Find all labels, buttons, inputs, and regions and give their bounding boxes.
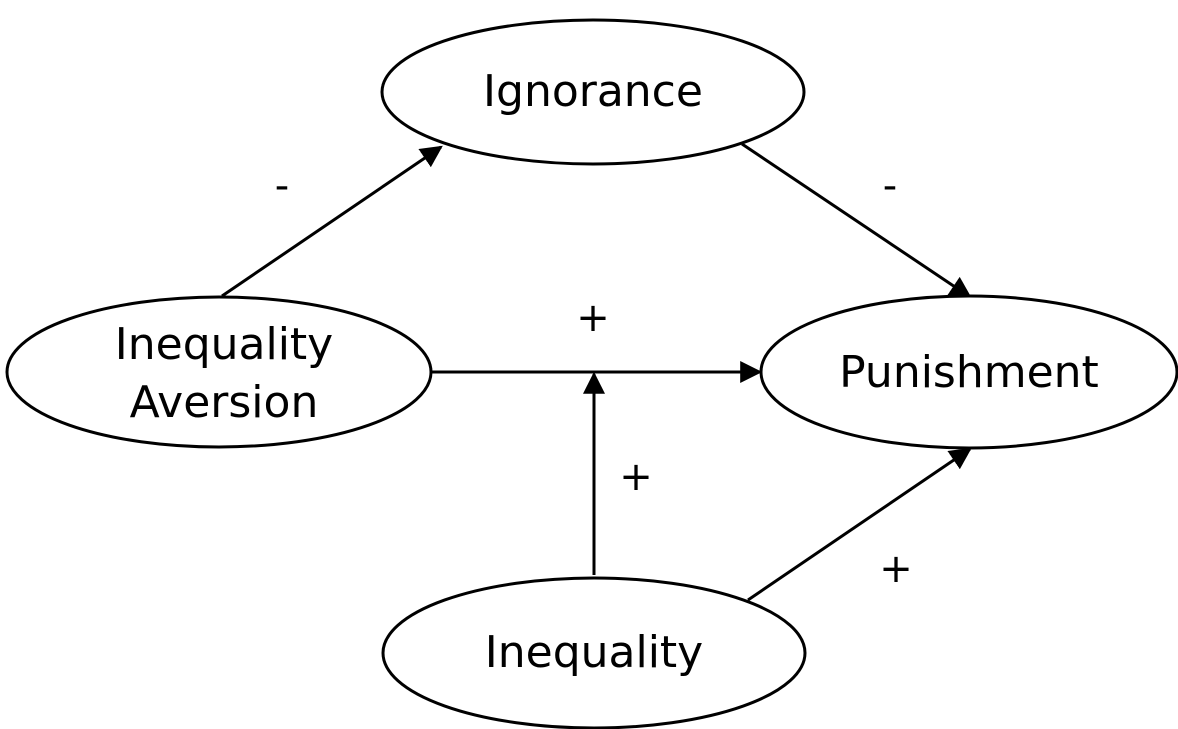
sign-inequality-to-punishment: + [879, 546, 913, 592]
node-ignorance: Ignorance [380, 18, 806, 166]
edge-ignorance-to-punishment [741, 142, 972, 299]
node-punishment: Punishment [759, 294, 1178, 450]
sign-ignorance-to-punishment: - [883, 163, 897, 209]
node-punishment-label: Punishment [839, 347, 1099, 398]
node-inequality-aversion-line1: Inequality [115, 319, 333, 370]
node-inequality: Inequality [381, 576, 807, 729]
edge-inequality-to-punishment [747, 447, 972, 602]
edge-aversion-to-ignorance [221, 145, 443, 298]
sign-aversion-to-ignorance: - [275, 163, 289, 209]
sign-aversion-to-punishment: + [576, 295, 610, 341]
node-inequality-label: Inequality [485, 627, 703, 678]
node-ignorance-label: Ignorance [483, 66, 703, 117]
node-inequality-aversion: Inequality Aversion [5, 295, 433, 449]
node-inequality-aversion-line2: Aversion [130, 377, 319, 428]
sign-inequality-moderates: + [619, 454, 653, 500]
